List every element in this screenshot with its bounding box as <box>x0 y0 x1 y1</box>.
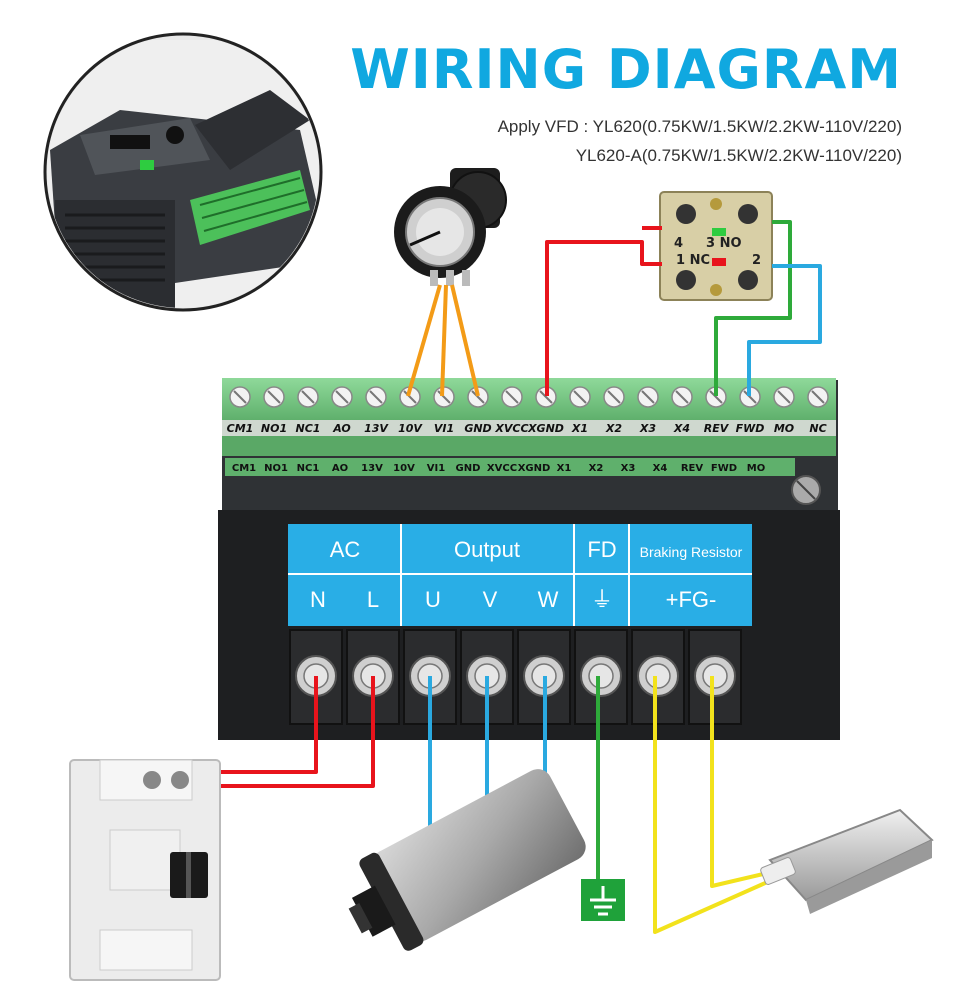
wire-fg-minus <box>710 676 773 888</box>
control-terminal-label-lower: X4 <box>653 463 668 474</box>
power-terminal-label: V <box>483 587 498 612</box>
control-terminal-label: 13V <box>364 422 389 435</box>
power-terminal-label: N <box>310 587 326 612</box>
control-terminal-label: NC1 <box>296 422 321 435</box>
switch-no-left-label: 4 <box>674 236 683 251</box>
wire-fg-plus <box>653 676 791 934</box>
control-terminal-label: X1 <box>571 422 588 435</box>
control-terminal-label: REV <box>704 422 730 435</box>
control-terminal-label-lower: GND <box>456 463 481 474</box>
power-terminal-label: U <box>425 587 441 612</box>
control-terminal-label: MO <box>774 422 794 435</box>
push-button-switch: 3 NO 4 1 NC 2 <box>659 191 773 301</box>
wire-n-breaker <box>182 676 318 774</box>
control-terminal-label: AO <box>332 422 351 435</box>
power-group-header: Braking Resistor <box>640 544 743 560</box>
potentiometer <box>394 168 507 286</box>
control-terminal-label-lower: CM1 <box>232 463 256 474</box>
wire-pot-10v <box>406 284 442 397</box>
control-terminal-label-lower: X1 <box>557 463 572 474</box>
power-group-header: FD <box>587 537 616 562</box>
ground-symbol <box>581 879 625 921</box>
control-terminal-label: NO1 <box>261 422 287 435</box>
control-terminal-label-lower: MO <box>747 463 765 474</box>
switch-nc-right-label: 2 <box>752 253 761 268</box>
switch-nc-label: 1 NC <box>676 253 710 268</box>
control-terminal-label-lower: NC1 <box>297 463 320 474</box>
circuit-breaker <box>69 759 221 981</box>
control-terminal-label: VI1 <box>434 422 454 435</box>
control-terminal-label-lower: AO <box>332 463 348 474</box>
control-terminal-label: X2 <box>605 422 622 435</box>
power-terminal-label: ⏚ <box>591 587 613 612</box>
page-title: WIRING DIAGRAM <box>350 38 902 101</box>
control-terminal-label: NC <box>809 422 826 435</box>
control-terminal-label: XGND <box>527 422 564 435</box>
control-terminal-label-lower: VI1 <box>427 463 445 474</box>
power-terminal-label: L <box>367 587 379 612</box>
control-terminal-label: GND <box>464 422 491 435</box>
wire-rev-switch <box>714 220 792 396</box>
wire-xgnd-switch <box>545 240 662 396</box>
wires <box>160 220 822 934</box>
wire-pot-vi1 <box>440 284 448 397</box>
control-terminal-label: 10V <box>398 422 423 435</box>
inverter-photo <box>43 32 323 312</box>
power-terminal-label: W <box>538 587 559 612</box>
control-terminal-label: XVCC <box>494 422 528 435</box>
power-group-header: Output <box>454 537 520 562</box>
control-terminal-label-lower: NO1 <box>264 463 288 474</box>
spindle-motor <box>348 769 586 951</box>
braking-resistor <box>760 808 934 914</box>
control-terminal-label: CM1 <box>227 422 254 435</box>
control-terminal-label-lower: 13V <box>361 463 383 474</box>
switch-no-label: 3 NO <box>706 236 742 251</box>
wire-l-breaker <box>160 676 375 788</box>
apply-vfd-line-1: Apply VFD : YL620(0.75KW/1.5KW/2.2KW-110… <box>497 117 902 136</box>
control-terminal-label-lower: X2 <box>589 463 604 474</box>
control-terminal-label-lower: XGND <box>518 463 551 474</box>
control-terminal-label: FWD <box>736 422 765 435</box>
wire-fwd-switch <box>747 264 822 396</box>
control-terminal-label-lower: XVCC <box>487 463 517 474</box>
control-terminal-label-lower: X3 <box>621 463 636 474</box>
control-terminal-label-lower: FWD <box>711 463 737 474</box>
apply-vfd-line-2: YL620-A(0.75KW/1.5KW/2.2KW-110V/220) <box>575 146 902 165</box>
control-screw-row <box>229 386 829 408</box>
control-terminal-label: X4 <box>673 422 690 435</box>
control-terminal-label-lower: 10V <box>393 463 415 474</box>
power-group-header: AC <box>330 537 361 562</box>
power-terminal-label: +FG- <box>666 587 717 612</box>
control-terminal-label-lower: REV <box>681 463 704 474</box>
wire-pot-gnd <box>450 284 480 397</box>
control-terminal-label: X3 <box>639 422 656 435</box>
